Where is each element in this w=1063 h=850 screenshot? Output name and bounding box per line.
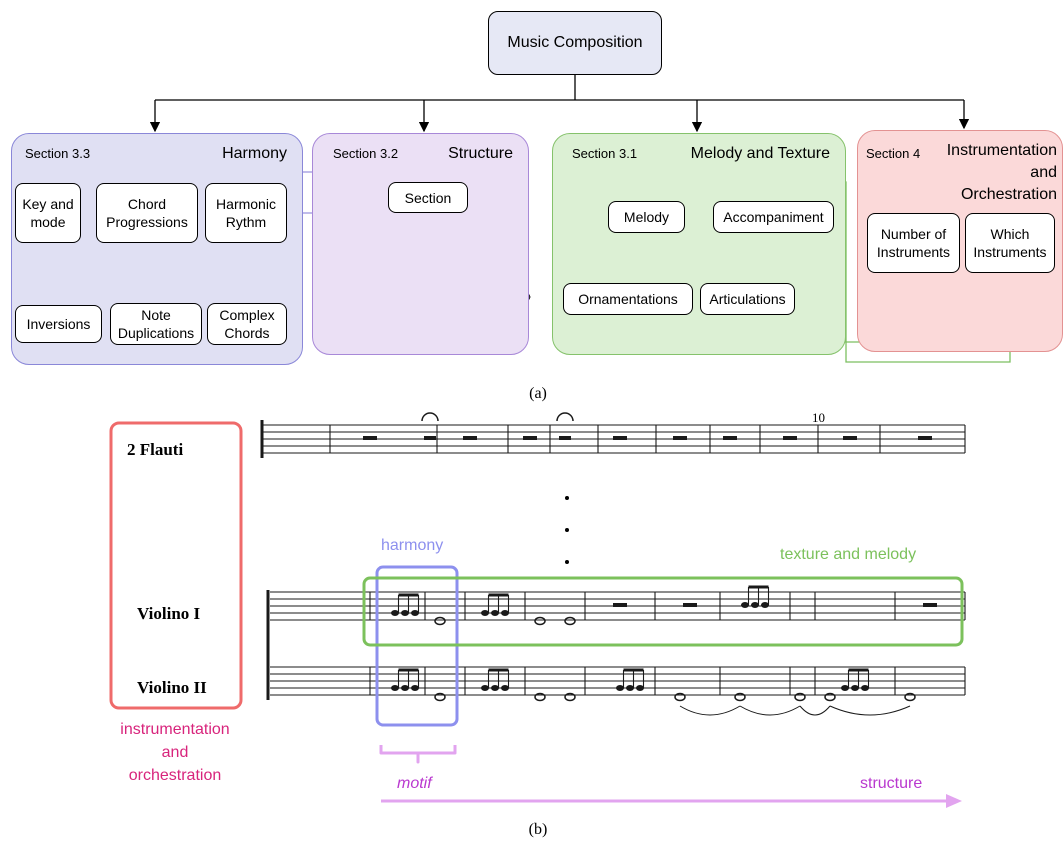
ellipsis-dot-1 <box>565 528 569 532</box>
v1-rest-0 <box>613 603 627 607</box>
annotation-instrumentation: instrumentation and orchestration <box>120 721 230 784</box>
complex-chords-node: Complex Chords <box>207 303 287 345</box>
v1-half-note-1 <box>534 616 546 626</box>
flute-rest-2 <box>523 436 537 440</box>
v2-g1-note-1 <box>401 685 409 691</box>
v2-half-note-0 <box>434 692 446 702</box>
texture-melody-box <box>362 576 964 647</box>
v1-g2-note-1 <box>491 610 499 616</box>
flute-rest-3 <box>613 436 627 440</box>
note-duplications-node: Note Duplications <box>110 303 202 345</box>
annotation-texture-melody: texture and melody <box>780 546 917 563</box>
instrument-label-violino-2: Violino II <box>137 678 207 697</box>
motif-brace <box>379 745 457 764</box>
inversions-node: Inversions <box>15 305 102 343</box>
v1-rest-1 <box>683 603 697 607</box>
structure-panel <box>312 133 529 355</box>
v2-g2-note-2 <box>501 685 509 691</box>
v1-g3-note-0 <box>741 602 749 608</box>
v1-g3-note-1 <box>751 602 759 608</box>
ornamentations-node: Ornamentations <box>563 283 693 315</box>
v1-g1-note-1 <box>401 610 409 616</box>
melody-panel <box>552 133 846 355</box>
v2-half-note-6 <box>824 692 836 702</box>
instrumentation-title: Instrumentation and Orchestration <box>946 142 1057 203</box>
v2-half-note-5 <box>794 692 806 702</box>
v1-half-note-0 <box>434 616 446 626</box>
structure-arrow-head <box>946 794 962 808</box>
instrument-label-flauti: 2 Flauti <box>127 440 184 459</box>
v2-g1-note-0 <box>391 685 399 691</box>
v1-g2-note-0 <box>481 610 489 616</box>
v2-g1-note-2 <box>411 685 419 691</box>
ellipsis-dot-0 <box>565 496 569 500</box>
v2-tie-2 <box>799 705 831 716</box>
v2-half-note-3 <box>674 692 686 702</box>
v2-half-note-1 <box>534 692 546 702</box>
annotation-harmony: harmony <box>381 537 444 554</box>
v2-g4-note-1 <box>851 685 859 691</box>
key-mode-node: Key and mode <box>15 183 81 243</box>
v2-g3-note-1 <box>626 685 634 691</box>
instrument-label-violino-1: Violino I <box>137 604 201 623</box>
root-node: Music Composition <box>488 11 662 75</box>
v2-g2-note-0 <box>481 685 489 691</box>
v2-g3-note-0 <box>616 685 624 691</box>
instrumentation-section-number: Section 4 <box>866 146 921 161</box>
ellipsis-dot-2 <box>565 560 569 564</box>
section-node: Section <box>388 182 468 213</box>
v2-g4-note-0 <box>841 685 849 691</box>
caption-b: (b) <box>528 821 548 838</box>
number-of-instruments-node: Number of Instruments <box>867 213 960 273</box>
v1-g3-note-2 <box>761 602 769 608</box>
v2-tie-3 <box>829 705 911 716</box>
instrumentation-box <box>109 421 243 710</box>
annotation-structure: structure <box>860 775 923 792</box>
flute-rest-0 <box>363 436 377 440</box>
v2-g4-note-2 <box>861 685 869 691</box>
annotation-motif: motif <box>397 775 432 792</box>
harmonic-rythm-node: Harmonic Rythm <box>205 183 287 243</box>
v2-half-note-4 <box>734 692 746 702</box>
articulations-node: Articulations <box>700 283 795 315</box>
v2-half-note-2 <box>564 692 576 702</box>
flute-rest-5 <box>723 436 737 440</box>
flute-rest-4 <box>673 436 687 440</box>
flute-fermata-rest-1 <box>559 436 571 440</box>
v1-half-note-2 <box>564 616 576 626</box>
structure-title: Structure <box>448 145 513 162</box>
v2-g3-note-2 <box>636 685 644 691</box>
accompaniment-node: Accompaniment <box>713 201 834 233</box>
structure-section-number: Section 3.2 <box>333 146 399 161</box>
flute-rest-8 <box>918 436 932 440</box>
v1-g1-note-0 <box>391 610 399 616</box>
measure-number: 10 <box>812 410 825 425</box>
flute-rest-6 <box>783 436 797 440</box>
v2-half-note-7 <box>904 692 916 702</box>
melody-section-number: Section 3.1 <box>572 146 638 161</box>
which-instruments-node: Which Instruments <box>965 213 1055 273</box>
flute-rest-1 <box>463 436 477 440</box>
harmony-title: Harmony <box>222 145 287 162</box>
flute-fermata-rest-0 <box>424 436 436 440</box>
v1-g2-note-2 <box>501 610 509 616</box>
v2-tie-0 <box>679 705 741 716</box>
melody-node: Melody <box>608 201 685 233</box>
flute-rest-7 <box>843 436 857 440</box>
flute-fermata-1 <box>556 412 574 422</box>
flute-fermata-0 <box>421 412 439 422</box>
v1-g1-note-2 <box>411 610 419 616</box>
melody-title: Melody and Texture <box>690 145 830 162</box>
v2-g2-note-1 <box>491 685 499 691</box>
caption-a: (a) <box>529 385 547 402</box>
chord-progressions-node: Chord Progressions <box>96 183 198 243</box>
v2-tie-1 <box>739 705 801 716</box>
harmony-section-number: Section 3.3 <box>25 146 91 161</box>
v1-rest-2 <box>923 603 937 607</box>
